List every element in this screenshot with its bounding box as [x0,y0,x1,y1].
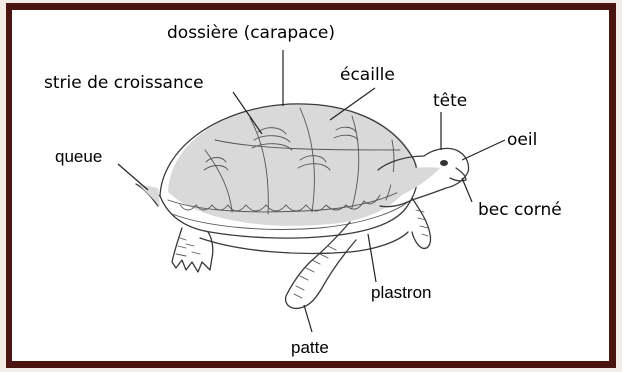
label-ecaille: écaille [340,65,395,85]
label-strie: strie de croissance [44,73,204,93]
label-oeil: oeil [507,130,537,150]
label-queue: queue [55,147,102,166]
label-patte: patte [291,338,329,357]
label-plastron: plastron [371,283,431,302]
eye [440,160,448,166]
label-dossiere: dossière (carapace) [167,23,335,43]
label-bec: bec corné [478,200,562,220]
label-tete: tête [433,91,467,111]
